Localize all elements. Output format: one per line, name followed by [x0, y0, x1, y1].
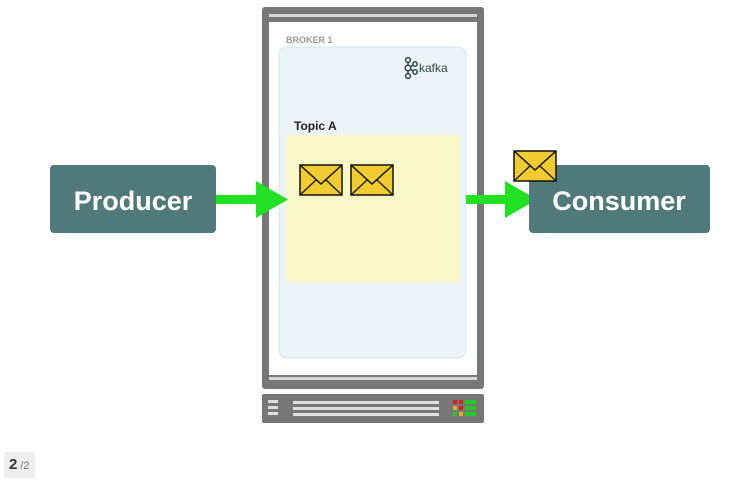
status-lights	[453, 400, 476, 416]
broker-label: BROKER 1	[286, 35, 333, 45]
kafka-logo-text: kafka	[419, 61, 448, 75]
page-indicator: 2 /2	[4, 452, 35, 478]
consumer-label: Consumer	[552, 186, 686, 216]
envelope-icon	[350, 164, 394, 196]
envelope-icon	[299, 164, 343, 196]
arrow-right-icon	[466, 181, 537, 218]
page-current: 2	[9, 456, 18, 473]
kafka-logo-icon	[404, 56, 418, 80]
producer-label: Producer	[74, 186, 193, 216]
server-rack-icon	[262, 394, 484, 423]
envelope-icon	[513, 150, 557, 182]
page-total: /2	[20, 460, 30, 472]
topic-label: Topic A	[294, 119, 337, 133]
topic-partition	[286, 135, 460, 282]
arrow-right-icon	[216, 181, 288, 218]
consumer-node: Consumer	[529, 165, 710, 233]
producer-node: Producer	[50, 165, 216, 233]
